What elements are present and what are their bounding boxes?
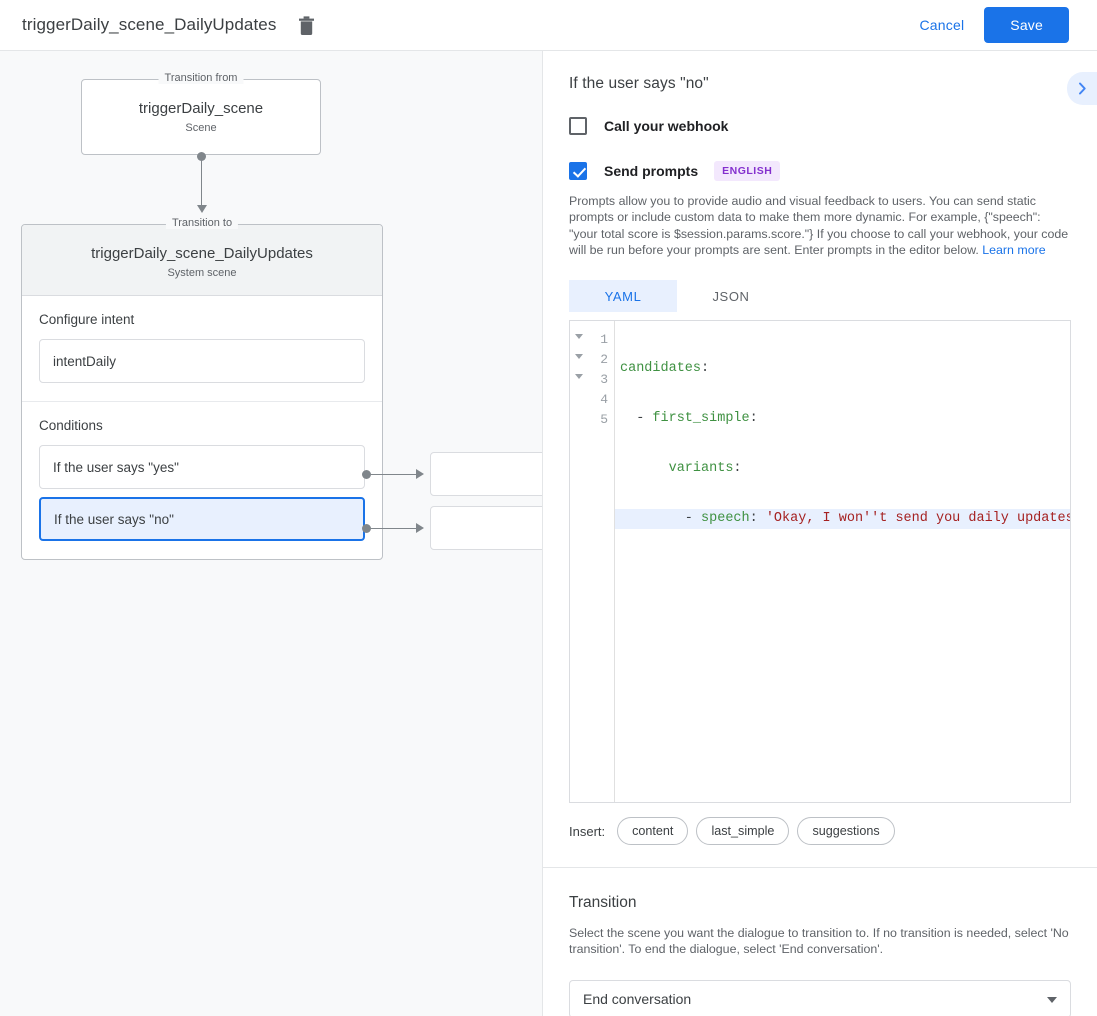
condition-item-no[interactable]: If the user says "no" [39,497,365,541]
chevron-right-icon-svg [1078,82,1086,95]
code-indent: - [620,411,653,427]
transition-from-node[interactable]: Transition from triggerDaily_scene Scene [81,72,321,155]
prompt-code-editor[interactable]: 1 2 3 4 5 [569,320,1071,804]
gutter-row: 1 [570,329,614,349]
configure-intent-section: Configure intent intentDaily [22,296,382,401]
chevron-right-icon[interactable] [1067,72,1097,105]
send-prompts-row: Send prompts ENGLISH [569,161,1071,181]
code-colon: : [749,411,758,427]
learn-more-link[interactable]: Learn more [982,242,1046,257]
insert-chip-last-simple[interactable]: last_simple [696,817,790,846]
code-indent [620,461,669,476]
prompts-description: Prompts allow you to provide audio and v… [569,193,1071,258]
code-key: candidates [620,361,702,377]
gutter-row: 4 [570,389,614,409]
panel-body: Call your webhook Send prompts ENGLISH P… [543,117,1097,867]
connector-dot-yes [362,470,371,479]
trash-icon-svg [298,15,314,35]
line-number: 1 [600,331,608,347]
code-colon: : [701,361,710,377]
panel-title: If the user says "no" [569,75,709,92]
target-node-no[interactable] [430,506,542,550]
insert-row: Insert: content last_simple suggestions [569,817,1071,867]
transition-select-value: End conversation [583,990,692,1007]
code-colon: : [749,511,758,527]
connector-line-vertical [201,158,202,206]
code-key: first_simple [652,411,750,427]
connector-arrowhead-yes [416,469,424,479]
code-key: variants [668,461,734,477]
webhook-checkbox[interactable] [569,117,587,135]
transition-from-subtitle: Scene [185,122,217,134]
save-button[interactable]: Save [984,7,1069,43]
webhook-row: Call your webhook [569,117,1071,135]
code-line: candidates: [615,359,1070,379]
fold-triangle-icon[interactable] [575,374,583,380]
connector-line-yes [371,474,417,475]
fold-triangle-icon[interactable] [575,354,583,360]
webhook-label: Call your webhook [604,118,729,134]
connector-arrowhead-no [416,523,424,533]
transition-select[interactable]: End conversation [569,979,1071,1016]
code-indent: - [620,511,702,527]
line-number: 4 [600,391,608,407]
connector-arrowhead-down [197,205,207,213]
line-number: 3 [600,371,608,387]
transition-to-header: Transition to triggerDaily_scene_DailyUp… [22,217,382,296]
code-string: 'Okay, I won''t send you daily updates [757,511,1070,527]
tab-json[interactable]: JSON [712,288,750,304]
condition-detail-panel: If the user says "no" Call your webhook … [542,51,1097,1016]
transition-from-title: triggerDaily_scene [138,100,264,117]
delete-icon[interactable] [294,13,318,37]
intent-field[interactable]: intentDaily [39,339,365,383]
fold-triangle-icon[interactable] [575,334,583,340]
line-number: 5 [600,411,608,427]
connector-dot-no [362,524,371,533]
code-line: variants: [615,459,1070,479]
panel-header: If the user says "no" [543,51,1097,105]
language-badge: ENGLISH [714,161,781,181]
gutter-row: 5 [570,409,614,429]
connector-line-no [371,528,417,529]
transition-description: Select the scene you want the dialogue t… [569,926,1069,957]
scene-graph-canvas[interactable]: Transition from triggerDaily_scene Scene… [0,51,542,1016]
insert-chip-content[interactable]: content [617,817,689,846]
send-prompts-label: Send prompts [604,163,699,179]
conditions-label: Conditions [39,418,103,433]
editor-code-area[interactable]: candidates: - first_simple: variants: - … [615,321,1070,802]
code-line-active: - speech: 'Okay, I won''t send you daily… [615,509,1070,530]
tab-yaml[interactable]: YAML [569,280,677,313]
page-title: triggerDaily_scene_DailyUpdates [22,15,277,34]
code-line [615,559,1070,579]
transition-to-legend: Transition to [165,217,239,229]
transition-title: Transition [569,894,637,912]
transition-section: Transition Select the scene you want the… [543,868,1097,1016]
section-divider [543,867,1097,869]
configure-intent-label: Configure intent [39,312,135,327]
condition-item-yes[interactable]: If the user says "yes" [39,445,365,489]
transition-to-subtitle: System scene [167,267,237,279]
editor-gutter: 1 2 3 4 5 [570,321,615,803]
conditions-section: Conditions If the user says "yes" If the… [22,401,382,559]
connector-dot-from [197,152,206,161]
top-bar: triggerDaily_scene_DailyUpdates Cancel S… [0,0,1097,51]
insert-label: Insert: [569,823,606,839]
gutter-row: 3 [570,369,614,389]
cancel-button[interactable]: Cancel [919,17,965,33]
transition-to-node[interactable]: Transition to triggerDaily_scene_DailyUp… [21,217,383,560]
gutter-row: 2 [570,349,614,369]
format-tabs: YAML JSON [569,280,1071,313]
prompts-description-text: Prompts allow you to provide audio and v… [569,194,1069,257]
chevron-down-icon [1047,996,1057,1003]
insert-chip-suggestions[interactable]: suggestions [797,817,895,846]
transition-to-title: triggerDaily_scene_DailyUpdates [91,245,313,262]
send-prompts-checkbox[interactable] [569,162,587,180]
target-node-yes[interactable] [430,452,542,496]
code-line: - first_simple: [615,409,1070,429]
code-colon: : [733,461,742,477]
line-number: 2 [600,351,608,367]
transition-from-legend: Transition from [158,72,244,84]
code-key: speech [701,511,750,527]
